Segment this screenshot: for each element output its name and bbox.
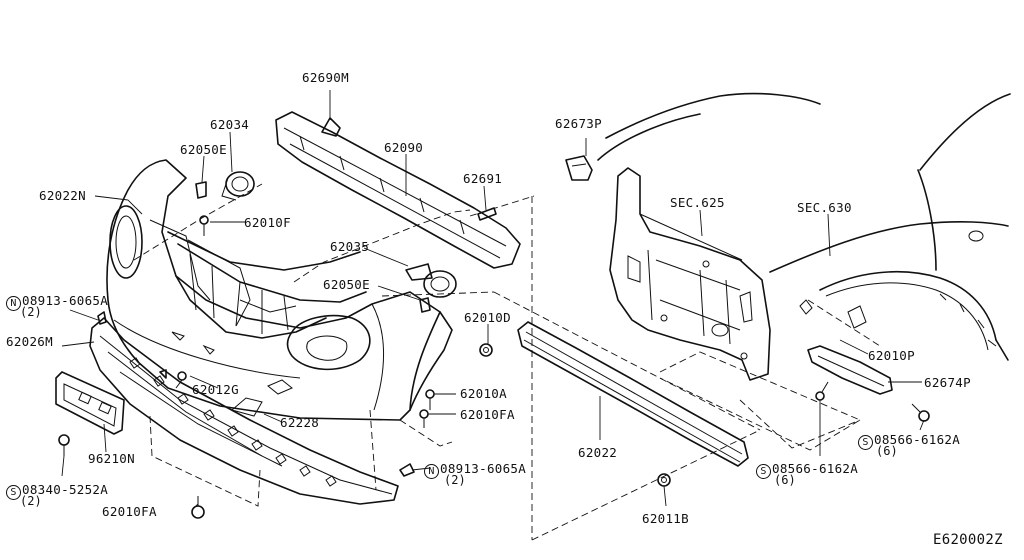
radiator-core-support [609,167,771,381]
qty-08566-mid: (6) [774,473,796,487]
bracket-62691-shape [477,207,497,221]
label-62010a: 62010A [460,386,507,401]
label-96210n: 96210N [88,451,135,466]
label-62228: 62228 [280,415,320,430]
label-62022: 62022 [578,445,618,460]
qty-08566-right: (6) [876,444,898,458]
bracket-62674p [807,345,893,395]
upper-reinforcement [275,111,521,269]
label-62050e-upper: 62050E [180,142,227,157]
label-sec630: SEC.630 [797,200,852,215]
license-plate-bracket [55,371,125,435]
label-62035: 62035 [330,239,370,254]
label-62691: 62691 [463,171,503,186]
label-62050e-mid: 62050E [323,277,370,292]
label-62090: 62090 [384,140,424,155]
lower-grille [89,317,399,505]
qty-08913-upper: (2) [20,305,42,319]
bracket-62673p [565,155,593,181]
label-62674p: 62674P [924,375,971,390]
label-62026m: 62026M [6,334,53,349]
fender-panel [597,92,1011,361]
front-reinforcement-beam [517,321,749,467]
label-62010d: 62010D [464,310,511,325]
label-sec625: SEC.625 [670,195,725,210]
label-62012g: 62012G [192,382,239,397]
n-prefix-icon: N [424,464,439,479]
label-62010f: 62010F [244,215,291,230]
s-prefix-icon: S [756,464,771,479]
label-62673p: 62673P [555,116,602,131]
n-prefix-icon: N [6,296,21,311]
bumper-fascia [106,159,453,421]
label-62034: 62034 [210,117,250,132]
leader-lines [61,90,925,511]
diagram-code: E620002Z [933,532,1003,548]
label-62010p: 62010P [868,348,915,363]
fog-lamp-bracket-upper [195,171,255,201]
qty-08340: (2) [20,494,42,508]
grille-bracket [177,243,367,334]
label-62022n: 62022N [39,188,86,203]
fog-lamp-bracket-lower [405,263,457,313]
s-prefix-icon: S [858,435,873,450]
clip-62690m-shape [321,117,341,137]
label-62690m: 62690M [302,70,349,85]
label-62010fa-mid: 62010FA [460,407,515,422]
s-prefix-icon: S [6,485,21,500]
label-62010fa-lower: 62010FA [102,504,157,519]
dashed-guides [133,183,881,541]
qty-08913-lower: (2) [444,473,466,487]
label-62011b: 62011B [642,511,689,526]
